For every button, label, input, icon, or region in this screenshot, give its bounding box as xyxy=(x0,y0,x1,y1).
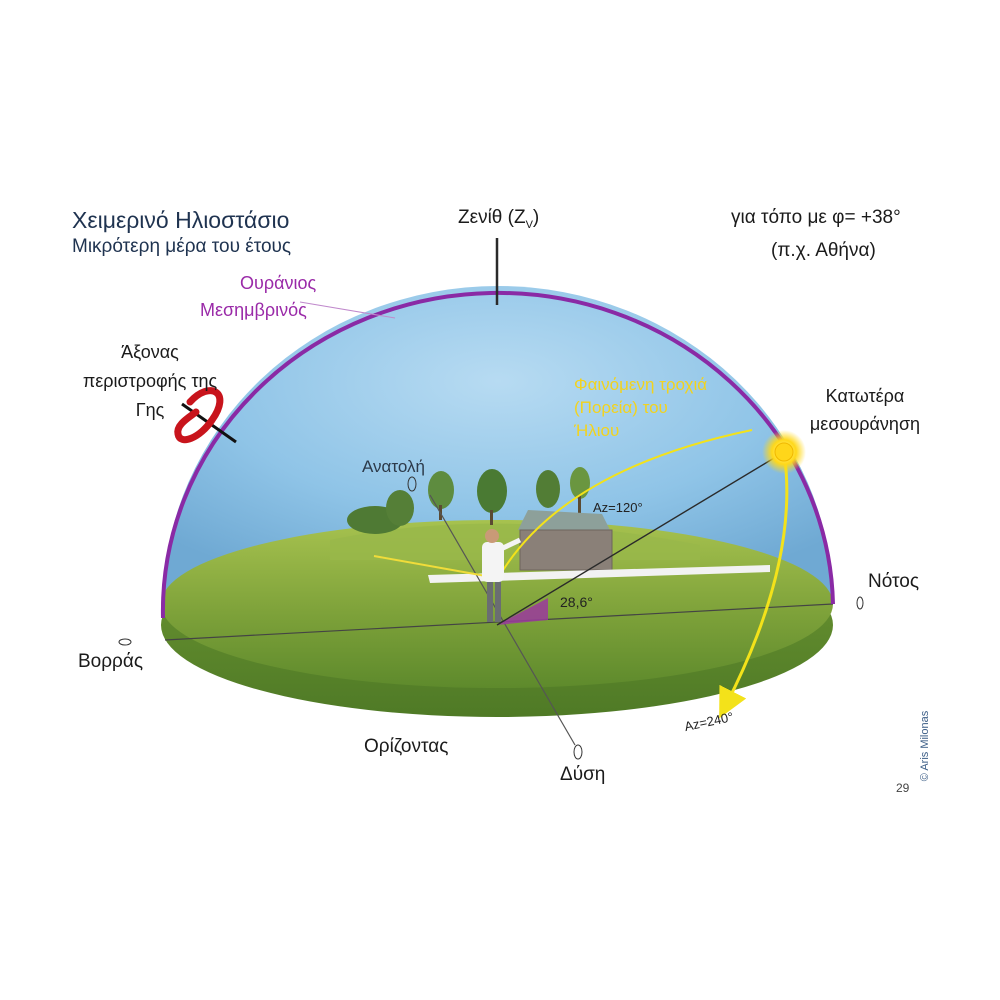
earth-axis-label: Άξονας περιστροφής της Γης xyxy=(82,342,218,420)
meridian-label-line1: Ουράνιος xyxy=(240,273,317,293)
observer xyxy=(482,529,522,622)
zenith-close: ) xyxy=(532,207,540,228)
trees xyxy=(347,467,590,534)
earth-axis-rotation-arrow xyxy=(174,387,224,444)
example-place-label: (π.χ. Αθήνα) xyxy=(771,240,876,261)
page-number: 29 xyxy=(896,781,910,795)
meridian-leader xyxy=(299,301,396,319)
altitude-wedge xyxy=(497,598,548,625)
east-label: Ανατολή xyxy=(362,457,425,476)
sunrise-line xyxy=(373,555,498,579)
west-label: Δύση xyxy=(560,764,606,785)
sun xyxy=(774,442,794,462)
altitude-angle-label: 28,6° xyxy=(560,594,593,610)
zenith-text: Ζενίθ (Z xyxy=(458,207,526,228)
zenith-label: Ζενίθ (ZV) xyxy=(458,207,539,231)
sun-sightline xyxy=(496,451,785,626)
direction-markers xyxy=(118,476,864,760)
lower-culmination-label: Κατωτέρα μεσουράνηση xyxy=(809,386,921,434)
zenith-subscript: V xyxy=(525,218,533,231)
sun-path-lower xyxy=(719,451,789,719)
sunrise-azimuth-label: Az=120° xyxy=(593,500,643,515)
east-west-line xyxy=(429,494,576,746)
apparent-path-label: Φαινόμενη τροχιά (Πορεία) του Ήλιου xyxy=(574,375,708,440)
meridian-label-line2: Μεσημβρινός xyxy=(200,300,307,320)
diagram-subtitle: Μικρότερη μέρα του έτους xyxy=(72,236,292,257)
horizon-label: Ορίζοντας xyxy=(364,736,449,757)
north-label: Βορράς xyxy=(78,651,143,672)
field-path xyxy=(428,565,770,583)
south-label: Νότος xyxy=(868,571,919,592)
latitude-label: για τόπο με φ= +38° xyxy=(731,207,901,228)
sun-path-upper xyxy=(496,429,753,581)
copyright-label: © Aris Milonas xyxy=(919,710,931,782)
barn xyxy=(518,510,613,571)
sky-dome xyxy=(163,286,833,604)
diagram-title: Χειμερινό Ηλιοστάσιο xyxy=(72,207,290,233)
